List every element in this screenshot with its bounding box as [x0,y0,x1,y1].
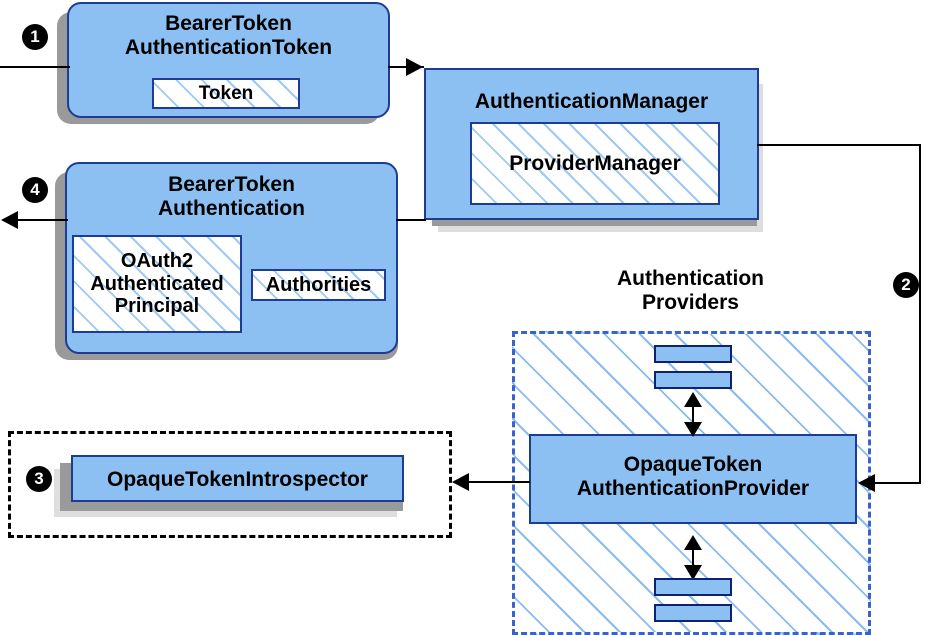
principal-line-1: OAuth2 [120,249,194,272]
providers-label-line-1: Authentication [617,267,764,290]
connector-provider-top-bidirectional [692,398,694,432]
connector-am-to-provider-vertical [919,144,921,484]
step-badge-1: 1 [22,24,48,50]
arrowhead-provider-top-down [684,422,702,437]
connector-provider-to-introspector [468,481,530,483]
provider-stack-icon-bottom [654,578,732,622]
provider-stack-bar-bottom-2 [654,604,732,622]
region-introspector-group [8,431,452,538]
opaque-token-introspector-title: OpaqueTokenIntrospector [107,468,368,491]
node-opaque-token-authentication-provider[interactable]: OpaqueToken AuthenticationProvider [529,434,857,524]
bearer-token-authentication-title: BearerToken Authentication [67,173,396,222]
step-badge-2: 2 [893,272,919,298]
arrowhead-provider-bottom-down [684,565,702,580]
connector-am-to-provider-bottom [873,482,921,484]
provider-stack-bar-bottom-1 [654,578,732,596]
arrowhead-provider-bottom-up [684,535,702,550]
node-opaque-token-introspector[interactable]: OpaqueTokenIntrospector [71,455,404,502]
provider-stack-icon-top [654,345,732,389]
btat-title-line-1: BearerToken [165,12,292,35]
connector-provider-bottom-bidirectional [692,541,694,575]
step-badge-3: 3 [26,466,52,492]
arrowhead-provider-top-up [684,392,702,407]
btat-title-line-2: AuthenticationToken [124,36,333,60]
inner-box-provider-manager[interactable]: ProviderManager [470,122,720,205]
bta-title-line-2: Authentication [158,197,305,221]
inner-box-authorities[interactable]: Authorities [251,269,386,301]
provider-stack-bar-top-2 [654,371,732,389]
arrowhead-am-to-provider [858,474,875,492]
connector-am-to-provider-top [757,144,921,146]
otap-title-line-2: AuthenticationProvider [576,477,810,501]
principal-line-3: Principal [114,295,200,318]
authentication-providers-label: Authentication Providers [513,267,868,315]
connector-authentication-manager-to-bta [396,219,426,221]
bearer-token-authentication-token-title: BearerToken AuthenticationToken [69,12,388,61]
authentication-manager-title: AuthenticationManager [474,90,709,113]
step-badge-4: 4 [22,177,48,203]
token-label: Token [198,82,254,104]
arrowhead-provider-to-introspector [452,473,469,491]
node-bearer-token-authentication-token[interactable]: BearerToken AuthenticationToken [67,2,390,118]
bta-title-line-1: BearerToken [168,173,295,196]
providers-label-line-2: Providers [642,291,739,315]
provider-manager-label: ProviderManager [509,151,681,175]
connector-input-to-btat [0,66,70,68]
otap-title-line-1: OpaqueToken [623,453,763,476]
authorities-label: Authorities [265,273,372,296]
arrowhead-btat-to-authentication-manager [406,58,423,76]
inner-box-oauth2-authenticated-principal[interactable]: OAuth2 Authenticated Principal [72,235,242,333]
principal-line-2: Authenticated [90,272,224,295]
provider-stack-bar-top-1 [654,345,732,363]
inner-box-token[interactable]: Token [152,78,300,109]
arrowhead-bta-to-output [1,211,18,229]
connector-bta-to-output [18,219,68,221]
opaque-token-authentication-provider-title: OpaqueToken AuthenticationProvider [531,453,855,502]
